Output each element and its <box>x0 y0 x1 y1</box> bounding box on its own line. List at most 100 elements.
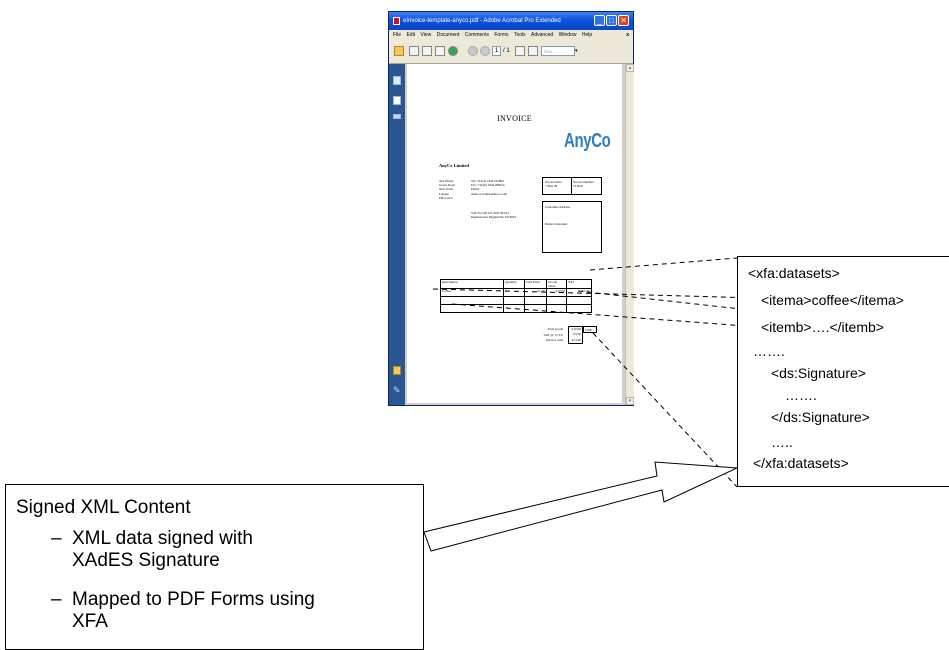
xml-line: ….. <box>771 434 793 450</box>
vat-value[interactable]: €3.50 <box>573 332 581 337</box>
invoice-date-label: Invoice Date <box>545 180 562 184</box>
globe-icon[interactable] <box>448 46 458 56</box>
menu-help[interactable]: Help <box>581 32 593 38</box>
table-row <box>440 304 592 313</box>
save-icon[interactable] <box>515 46 525 56</box>
address-line: New Town <box>439 187 453 192</box>
contact-line: Email: <box>471 187 480 192</box>
invoice-number-label: Invoice Number <box>573 180 594 184</box>
print-icon[interactable] <box>409 46 419 56</box>
totals-values: €10.00 €3.50 €13.50 <box>568 326 583 345</box>
registration-line: Registered in England No 2518003 <box>471 215 516 220</box>
invoice-date-value: 7 May 09 <box>545 184 558 188</box>
contact-line: enaus.accounts@anyco.com <box>471 191 508 196</box>
zoom-icon[interactable] <box>528 46 538 56</box>
find-dropdown-icon[interactable]: ▾ <box>575 48 578 54</box>
table-cell[interactable] <box>503 296 525 305</box>
open-icon[interactable] <box>394 46 404 56</box>
menu-edit[interactable]: Edit <box>406 32 416 38</box>
bookmarks-icon[interactable] <box>393 96 401 105</box>
table-cell[interactable] <box>524 296 547 305</box>
menu-forms[interactable]: Forms <box>494 32 509 38</box>
signatures-icon[interactable] <box>393 114 401 119</box>
xml-line: <ds:Signature> <box>771 365 866 381</box>
window-title: eInvoice-template-anyco.pdf - Adobe Acro… <box>403 18 561 24</box>
xml-line: ……. <box>785 387 817 403</box>
document-close-button[interactable]: x <box>626 32 629 38</box>
attachments-icon[interactable]: ✎ <box>393 385 401 395</box>
find-input[interactable]: Find <box>541 46 575 56</box>
menu-document[interactable]: Document <box>436 32 460 38</box>
close-button[interactable]: ✕ <box>618 15 629 26</box>
menu-tools[interactable]: Tools <box>513 32 526 38</box>
invoice-number: Invoice Number 123456 <box>573 180 594 188</box>
bullet-line: XFA <box>72 611 108 632</box>
comments-icon[interactable] <box>393 366 401 375</box>
invoice-title: INVOICE <box>497 114 532 123</box>
column-header: Goods value <box>546 279 567 289</box>
table-header-row: Description Quantity Unit Price Goods va… <box>440 279 592 289</box>
block-arrow-icon <box>423 461 739 552</box>
address-line: London <box>439 191 449 196</box>
invoice-items-table: Description Quantity Unit Price Goods va… <box>440 279 592 313</box>
table-cell[interactable]: €1.00 <box>524 288 547 297</box>
scroll-up-icon[interactable]: ▴ <box>626 64 634 72</box>
prev-page-icon[interactable] <box>468 46 478 56</box>
window-titlebar[interactable]: eInvoice-template-anyco.pdf - Adobe Acro… <box>389 12 633 30</box>
minimize-button[interactable]: _ <box>594 15 605 26</box>
company-contact: Tel: +44 (0) 1844 201800 Fax: +44 (0) 18… <box>471 179 507 196</box>
total-goods-value[interactable]: €10.00 <box>571 327 581 331</box>
scroll-down-icon[interactable]: ▾ <box>626 397 634 405</box>
company-address: Any House Green Street New Town London E… <box>439 179 455 200</box>
table-cell[interactable] <box>524 304 547 313</box>
table-cell[interactable] <box>546 304 567 313</box>
pages-icon[interactable] <box>435 46 445 56</box>
invoice-number-value: 123456 <box>573 184 583 188</box>
table-cell[interactable] <box>503 304 525 313</box>
callout-title: Signed XML Content <box>16 497 191 518</box>
table-cell[interactable] <box>546 296 567 305</box>
navigation-pane: ✎ <box>389 64 405 405</box>
table-cell[interactable]: 1 <box>503 288 525 297</box>
document-area: INVOICE AnyCo AnyCo Limited Any House Gr… <box>405 64 625 405</box>
xml-line: <itemb>….</itemb> <box>761 319 884 335</box>
registration-line: VAT No GB 123 4567 89 012 <box>471 211 509 215</box>
pages-panel-icon[interactable] <box>393 76 401 85</box>
invoice-date: Invoice Date 7 May 09 <box>545 180 561 188</box>
table-cell[interactable] <box>566 304 592 313</box>
customer-name: Demo Customer <box>545 222 568 226</box>
table-cell[interactable]: €10.00 <box>546 288 567 297</box>
page-number-input[interactable]: 1 <box>492 46 501 56</box>
table-cell[interactable]: Coffee <box>440 288 504 297</box>
xml-line: <xfa:datasets> <box>748 265 840 281</box>
invoice-total-value[interactable]: €13.50 <box>571 337 581 342</box>
vertical-scrollbar[interactable]: ▴ ▾ <box>625 64 634 405</box>
table-row <box>440 296 592 305</box>
table-cell[interactable] <box>566 296 592 305</box>
bullet-line: XML data signed with <box>72 528 253 549</box>
invoice-date-number-box: Invoice Date 7 May 09 Invoice Number 123… <box>542 177 602 195</box>
callout-bullet: – Mapped to PDF Forms using XFA <box>51 589 315 633</box>
address-line: Green Street <box>439 183 456 188</box>
address-line: Any House <box>439 179 454 183</box>
bullet-dash: – <box>51 528 62 549</box>
vat-label: VAT @ 17.5% <box>543 332 563 337</box>
currency-box: GBP <box>583 326 597 333</box>
menu-comments[interactable]: Comments <box>464 32 489 38</box>
acrobat-window: eInvoice-template-anyco.pdf - Adobe Acro… <box>388 11 634 406</box>
maximize-button[interactable]: □ <box>606 15 617 26</box>
table-cell[interactable] <box>440 304 504 313</box>
email-icon[interactable] <box>422 46 432 56</box>
table-cell[interactable] <box>440 296 504 305</box>
menu-file[interactable]: File <box>393 32 402 38</box>
menu-view[interactable]: View <box>420 32 432 38</box>
xml-line: <itema>coffee</itema> <box>761 292 904 308</box>
xml-datasets-box: <xfa:datasets> <itema>coffee</itema> <it… <box>737 256 949 487</box>
menu-window[interactable]: Window <box>558 32 577 38</box>
menu-advanced[interactable]: Advanced <box>531 32 554 38</box>
bullet-line: XAdES Signature <box>72 550 220 571</box>
next-page-icon[interactable] <box>480 46 490 56</box>
invoice-page: INVOICE AnyCo AnyCo Limited Any House Gr… <box>407 64 622 403</box>
menu-bar: File Edit View Document Comments Forms T… <box>389 30 633 41</box>
table-cell[interactable]: €3.50 <box>566 288 592 297</box>
